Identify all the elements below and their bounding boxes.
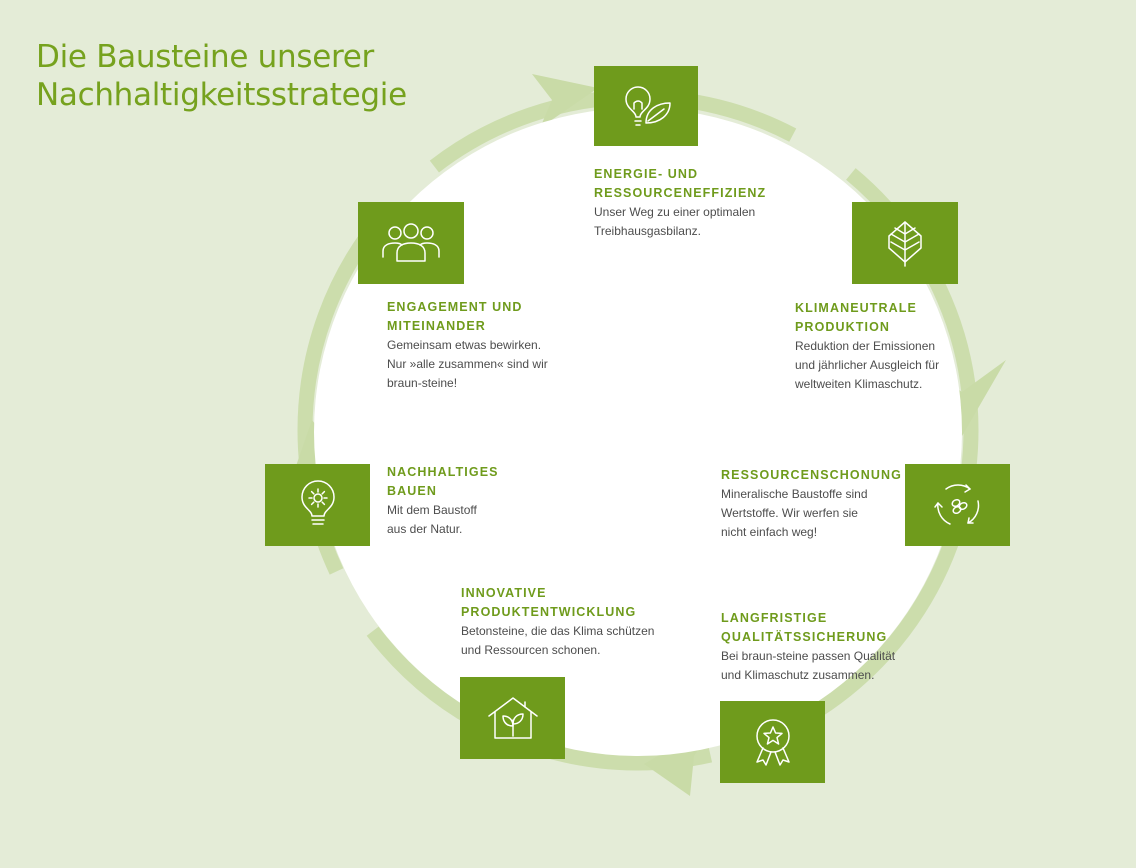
climate-neutral-box xyxy=(852,202,958,284)
engagement-desc-3: braun-steine! xyxy=(387,376,458,390)
quality-assurance-label: LANGFRISTIGE QUALITÄTSSICHERUNG Bei brau… xyxy=(721,609,895,685)
sustainable-building-label: NACHHALTIGES BAUEN Mit dem Baustoff aus … xyxy=(387,463,499,539)
leaf-icon xyxy=(888,221,922,267)
arrow-head-right xyxy=(930,360,1006,436)
resource-conservation-label: RESSOURCENSCHONUNG Mineralische Baustoff… xyxy=(721,466,902,542)
resource-conservation-desc-3: nicht einfach weg! xyxy=(721,525,818,539)
sustainable-building-box xyxy=(265,464,370,546)
quality-assurance-desc-1: Bei braun-steine passen Qualität xyxy=(721,649,896,663)
award-badge-icon xyxy=(755,719,790,766)
innovative-development-heading-2: PRODUKTENTWICKLUNG xyxy=(461,605,637,619)
climate-neutral-heading-2: PRODUKTION xyxy=(795,320,891,334)
sustainable-building-heading-1: NACHHALTIGES xyxy=(387,465,499,479)
quality-assurance-desc-2: und Klimaschutz zusammen. xyxy=(721,668,875,682)
energy-efficiency-heading-1: ENERGIE- UND xyxy=(594,167,699,181)
resource-conservation-heading-1: RESSOURCENSCHONUNG xyxy=(721,468,902,482)
climate-neutral-heading-1: KLIMANEUTRALE xyxy=(795,301,917,315)
center-circle xyxy=(314,108,962,756)
engagement-desc-1: Gemeinsam etwas bewirken. xyxy=(387,338,542,352)
energy-efficiency-heading-2: RESSOURCENEFFIZIENZ xyxy=(594,186,767,200)
resource-conservation-box xyxy=(905,464,1010,546)
quality-assurance-heading-2: QUALITÄTSSICHERUNG xyxy=(721,630,888,644)
sustainable-building-heading-2: BAUEN xyxy=(387,484,437,498)
quality-assurance-box xyxy=(720,701,825,783)
innovative-development-desc-1: Betonsteine, die das Klima schützen xyxy=(461,624,655,638)
page-title: Die Bausteine unserer Nachhaltigkeitsstr… xyxy=(36,38,407,114)
recycle-icon xyxy=(933,484,979,525)
people-group-icon xyxy=(382,223,440,262)
climate-neutral-desc-1: Reduktion der Emissionen xyxy=(795,339,936,353)
innovative-development-desc-2: und Ressourcen schonen. xyxy=(461,643,601,657)
climate-neutral-desc-2: und jährlicher Ausgleich für xyxy=(795,358,940,372)
energy-efficiency-label: ENERGIE- UND RESSOURCENEFFIZIENZ Unser W… xyxy=(594,165,766,241)
innovative-development-heading-1: INNOVATIVE xyxy=(461,586,547,600)
climate-neutral-label: KLIMANEUTRALE PRODUKTION Reduktion der E… xyxy=(795,299,939,394)
engagement-heading-1: ENGAGEMENT UND xyxy=(387,300,523,314)
energy-efficiency-box xyxy=(594,66,698,146)
engagement-label: ENGAGEMENT UND MITEINANDER Gemeinsam etw… xyxy=(387,298,548,393)
climate-neutral-desc-3: weltweiten Klimaschutz. xyxy=(795,377,923,391)
title-line-2: Nachhaltigkeitsstrategie xyxy=(36,77,407,113)
engagement-heading-2: MITEINANDER xyxy=(387,319,486,333)
engagement-desc-2: Nur »alle zusammen« sind wir xyxy=(387,357,548,371)
arrow-head-top xyxy=(532,74,598,128)
energy-efficiency-desc-1: Unser Weg zu einer optimalen xyxy=(594,205,756,219)
engagement-box xyxy=(358,202,464,284)
sustainable-building-desc-1: Mit dem Baustoff xyxy=(387,503,477,517)
energy-efficiency-desc-2: Treibhausgasbilanz. xyxy=(594,224,701,238)
house-plant-icon xyxy=(487,697,538,739)
quality-assurance-heading-1: LANGFRISTIGE xyxy=(721,611,828,625)
innovative-development-box xyxy=(460,677,565,759)
lightbulb-gear-icon xyxy=(300,480,335,525)
innovative-development-label: INNOVATIVE PRODUKTENTWICKLUNG Betonstein… xyxy=(461,584,654,660)
title-line-1: Die Bausteine unserer xyxy=(36,39,374,75)
lightbulb-leaf-icon xyxy=(625,86,671,126)
resource-conservation-desc-2: Wertstoffe. Wir werfen sie xyxy=(721,506,858,520)
resource-conservation-desc-1: Mineralische Baustoffe sind xyxy=(721,487,868,501)
sustainable-building-desc-2: aus der Natur. xyxy=(387,522,463,536)
